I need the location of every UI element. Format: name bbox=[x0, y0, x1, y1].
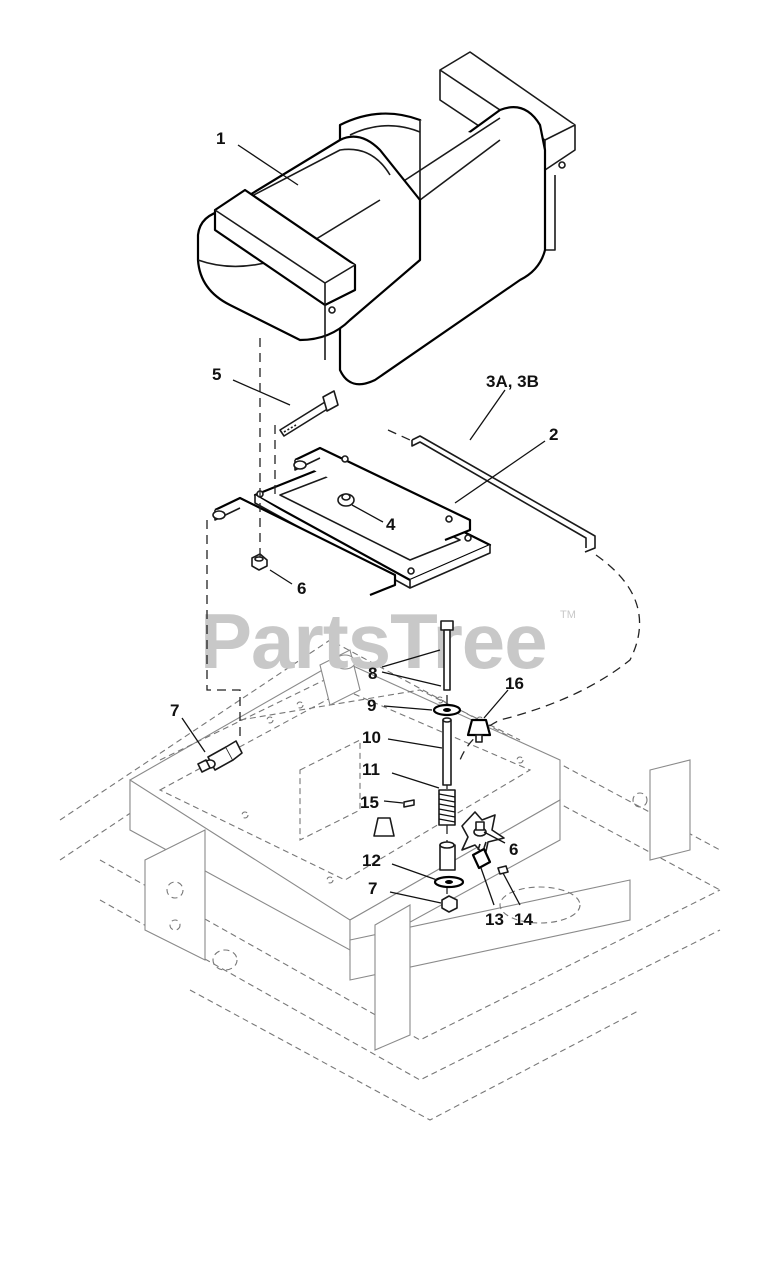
knob-part-6-lower bbox=[461, 811, 505, 857]
bolt-part-8 bbox=[440, 620, 454, 691]
switch-part-13 bbox=[471, 841, 492, 870]
leader-5 bbox=[232, 379, 291, 406]
callout-10: 10 bbox=[362, 728, 381, 747]
callout-labels: 1 2 3A, 3B 4 5 6 7 8 9 10 11 15 16 6 12 … bbox=[170, 129, 558, 929]
callout-8: 8 bbox=[368, 664, 377, 683]
leader-7b bbox=[389, 891, 442, 904]
leader-16 bbox=[483, 689, 509, 719]
callout-13: 13 bbox=[485, 910, 504, 929]
rod-part-3 bbox=[411, 435, 596, 553]
leader-4 bbox=[351, 504, 384, 523]
partstree-watermark: PartsTree TM bbox=[200, 597, 576, 685]
leader-2 bbox=[454, 440, 546, 504]
leader-8a bbox=[381, 649, 441, 668]
leader-11 bbox=[391, 772, 440, 789]
screw-part-15 bbox=[403, 799, 415, 808]
switch-part-7-left bbox=[197, 740, 243, 773]
callout-7-lower: 7 bbox=[368, 879, 377, 898]
leader-14 bbox=[502, 872, 521, 906]
leader-10 bbox=[387, 738, 443, 749]
callout-1: 1 bbox=[216, 129, 225, 148]
spring-part-11 bbox=[438, 789, 456, 826]
clip-part-14 bbox=[497, 865, 509, 875]
callout-6-upper: 6 bbox=[297, 579, 306, 598]
callout-11: 11 bbox=[362, 760, 380, 779]
watermark-text: PartsTree bbox=[200, 597, 547, 685]
bumper-lower bbox=[373, 817, 395, 837]
washer-part-9 bbox=[432, 703, 462, 717]
leader-15 bbox=[383, 800, 404, 804]
nut-part-7-lower bbox=[441, 895, 458, 913]
leader-6b bbox=[483, 831, 506, 844]
spacer-part-10 bbox=[442, 717, 452, 786]
callout-16: 16 bbox=[505, 674, 524, 693]
leader-lines bbox=[181, 144, 546, 906]
leader-8b bbox=[381, 671, 442, 687]
leader-1 bbox=[237, 144, 299, 186]
callout-4: 4 bbox=[386, 515, 396, 534]
bolt-part-5 bbox=[279, 390, 339, 437]
callout-6-lower: 6 bbox=[509, 840, 518, 859]
seat-bracket-part-2 bbox=[212, 446, 492, 597]
bumper-part-16 bbox=[466, 718, 492, 743]
callout-5: 5 bbox=[212, 365, 221, 384]
leader-6a bbox=[269, 569, 293, 585]
mower-frame bbox=[59, 639, 721, 1121]
seat-part-1 bbox=[196, 51, 576, 386]
callout-15: 15 bbox=[360, 793, 379, 812]
callout-3a-3b: 3A, 3B bbox=[486, 372, 539, 391]
callout-14: 14 bbox=[514, 910, 533, 929]
callout-2: 2 bbox=[549, 425, 558, 444]
callout-9: 9 bbox=[367, 696, 376, 715]
leader-9 bbox=[383, 705, 433, 711]
callout-12: 12 bbox=[362, 851, 381, 870]
watermark-trademark: TM bbox=[560, 609, 576, 621]
leader-12 bbox=[391, 863, 438, 881]
washer-part-12 bbox=[433, 875, 465, 889]
leader-7a bbox=[181, 717, 206, 753]
leader-3 bbox=[469, 389, 506, 441]
callout-7-left: 7 bbox=[170, 701, 179, 720]
nut-part-4 bbox=[337, 493, 355, 507]
spacer-lower bbox=[439, 841, 456, 871]
leader-13 bbox=[480, 867, 495, 906]
